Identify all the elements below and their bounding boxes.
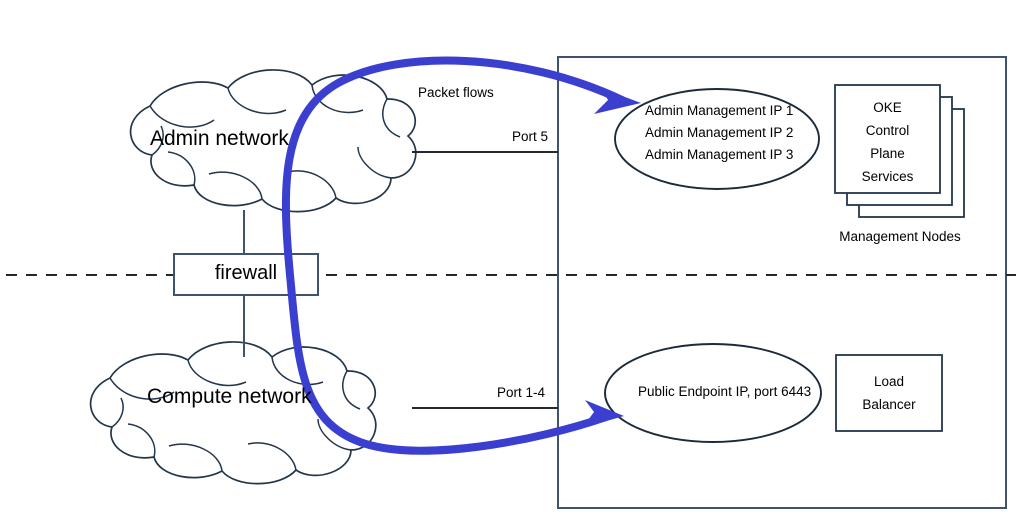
admin-management-ip-ellipse [614,88,820,190]
packet-flow-arrowhead-top [594,88,641,114]
datacenter-boundary-rect [557,56,1007,509]
public-endpoint-ip-ellipse [604,343,822,443]
packet-flow-arrow [281,56,641,455]
firewall-box [173,253,319,296]
compute-network-cloud-shape [89,341,377,485]
load-balancer-box [835,354,943,432]
management-node-box-front [834,84,941,194]
admin-network-cloud-shape [129,69,417,213]
packet-flow-arrowhead-bottom [582,400,624,428]
